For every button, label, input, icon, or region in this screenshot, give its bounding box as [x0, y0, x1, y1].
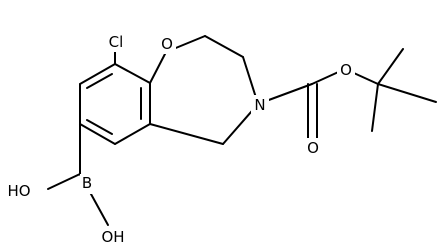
- bond-c5-c5a: [149, 123, 224, 145]
- benzene-ring: [79, 63, 151, 145]
- bond-tbu-methyl-right: [377, 83, 437, 103]
- ring-nitrogen-atom: N: [251, 95, 269, 115]
- ring-oxygen-label: O: [161, 35, 173, 53]
- substituent-bonds: [47, 44, 116, 226]
- bond-tbu-methyl-bottom: [371, 83, 379, 132]
- bond-c2-c3: [204, 35, 244, 58]
- carbonyl-oxygen-atom: O: [304, 138, 322, 158]
- ring-nitrogen-label: N: [254, 96, 265, 114]
- bond-c9-c8: [79, 63, 116, 85]
- carbonyl-oxygen-label: O: [307, 139, 319, 157]
- bond-c9a-o1: [149, 51, 167, 84]
- bond-c9a-c9: [114, 63, 151, 84]
- bond-c7-c6: [79, 123, 116, 145]
- hydroxyl-bottom-label: OH: [101, 228, 124, 246]
- ester-oxygen-atom: O: [337, 60, 355, 80]
- hydroxyl-left-label: HO: [7, 182, 30, 200]
- ring-oxygen-atom: O: [158, 34, 176, 54]
- ester-oxygen-label: O: [340, 61, 352, 79]
- hydroxyl-bottom-atom: OH: [96, 227, 130, 247]
- boron-label: B: [82, 174, 92, 192]
- bond-b-oh-left: [47, 173, 81, 190]
- bond-c6-c5a: [114, 123, 151, 145]
- bond-c7-c6-inner: [86, 119, 113, 135]
- atom-labels: Cl O N O O B HO OH: [2, 32, 355, 247]
- hydroxyl-left-atom: HO: [2, 181, 36, 201]
- bond-tbu-methyl-top: [377, 48, 404, 85]
- bond-c9-c8-inner: [86, 73, 113, 89]
- chlorine-label: Cl: [109, 33, 124, 51]
- boron-atom: B: [80, 174, 96, 194]
- chlorine-atom: Cl: [104, 32, 130, 52]
